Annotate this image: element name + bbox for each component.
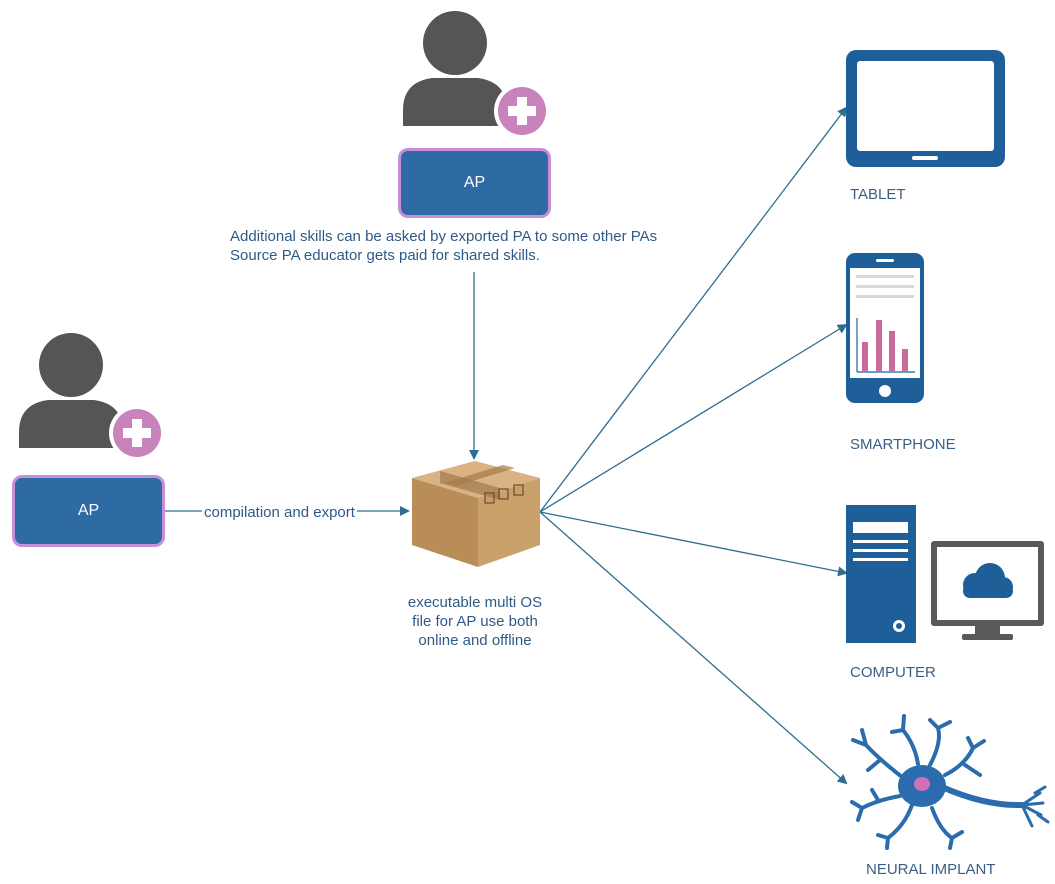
package-caption-line-1: executable multi OS xyxy=(407,594,543,611)
package-caption-line-3: online and offline xyxy=(418,632,532,649)
skills-note-line-2: Source PA educator gets paid for shared … xyxy=(230,247,540,264)
smartphone-icon xyxy=(846,253,924,403)
connector-package-to-smartphone xyxy=(539,323,848,513)
left-ap-label: AP xyxy=(77,502,100,519)
connector-package-to-neural-implant xyxy=(539,511,848,785)
top-person-icon xyxy=(403,11,550,139)
left-ap-box[interactable]: AP xyxy=(12,475,165,547)
top-ap-label: AP xyxy=(463,174,486,191)
package-caption: executable multi OS file for AP use both… xyxy=(380,593,570,650)
package-box-icon xyxy=(412,461,540,567)
neuron-nucleus-icon xyxy=(914,777,930,791)
connector-package-to-computer xyxy=(539,511,848,577)
connector-package-to-tablet xyxy=(539,106,848,513)
left-person-icon xyxy=(19,333,165,461)
skills-note: Additional skills can be asked by export… xyxy=(230,227,657,265)
tablet-label: TABLET xyxy=(850,186,906,203)
top-ap-box[interactable]: AP xyxy=(398,148,551,218)
smartphone-label: SMARTPHONE xyxy=(850,436,956,453)
skills-note-line-1: Additional skills can be asked by export… xyxy=(230,228,658,245)
tablet-icon xyxy=(846,50,1005,167)
compilation-export-label: compilation and export xyxy=(202,503,357,522)
neural-implant-label: NEURAL IMPLANT xyxy=(866,861,996,878)
computer-label: COMPUTER xyxy=(850,664,936,681)
package-caption-line-2: file for AP use both xyxy=(412,613,538,630)
neuron-icon xyxy=(850,714,1050,850)
cloud-icon xyxy=(963,563,1013,598)
computer-icon xyxy=(846,505,1044,643)
